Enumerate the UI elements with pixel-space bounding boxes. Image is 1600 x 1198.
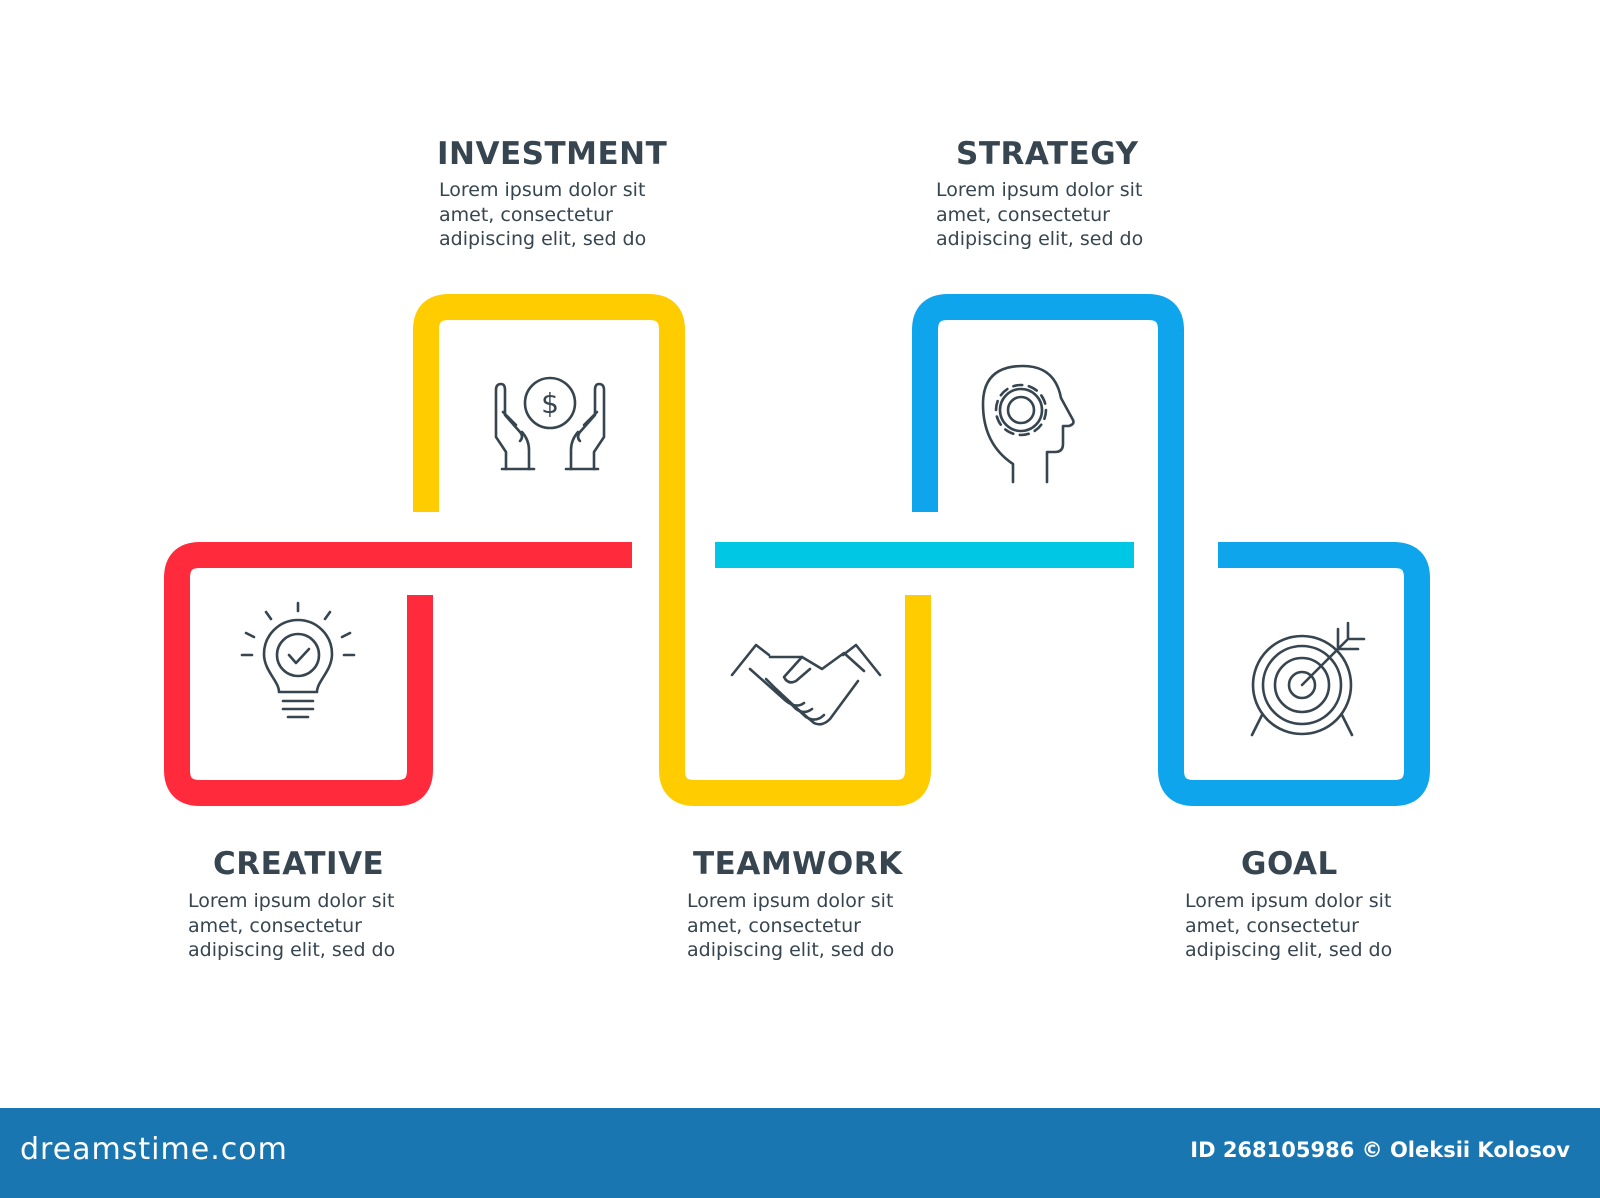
desc-line: amet, consectetur bbox=[687, 914, 861, 937]
desc-line: adipiscing elit, sed do bbox=[687, 939, 895, 961]
investment-teamwork-path bbox=[413, 294, 931, 806]
step-title: INVESTMENT bbox=[437, 136, 668, 172]
handshake-icon bbox=[730, 643, 882, 726]
step-title: TEAMWORK bbox=[693, 846, 903, 882]
lightbulb-icon bbox=[240, 601, 356, 719]
desc-line: adipiscing elit, sed do bbox=[1185, 939, 1393, 961]
desc-line: adipiscing elit, sed do bbox=[936, 228, 1144, 250]
desc-line: Lorem ipsum dolor sit bbox=[687, 890, 894, 912]
head-gear-icon bbox=[981, 364, 1075, 484]
desc-line: amet, consectetur bbox=[1185, 914, 1359, 937]
desc-line: Lorem ipsum dolor sit bbox=[936, 179, 1143, 201]
step-description: Lorem ipsum dolor sit amet, consectetur … bbox=[188, 889, 428, 963]
hands-dollar-icon: $ bbox=[494, 376, 606, 471]
desc-line: Lorem ipsum dolor sit bbox=[439, 179, 646, 201]
desc-line: amet, consectetur bbox=[188, 914, 362, 937]
svg-text:$: $ bbox=[541, 387, 559, 420]
desc-line: Lorem ipsum dolor sit bbox=[188, 890, 395, 912]
desc-line: amet, consectetur bbox=[936, 203, 1110, 226]
desc-line: adipiscing elit, sed do bbox=[439, 228, 647, 250]
infographic-diagram: $ bbox=[164, 294, 1430, 806]
desc-line: adipiscing elit, sed do bbox=[188, 939, 396, 961]
target-arrow-icon bbox=[1250, 621, 1366, 737]
step-description: Lorem ipsum dolor sit amet, consectetur … bbox=[1185, 889, 1425, 963]
step-title: GOAL bbox=[1241, 846, 1338, 882]
step-description: Lorem ipsum dolor sit amet, consectetur … bbox=[936, 178, 1176, 252]
dreamstime-logo: dreamstime.com bbox=[20, 1132, 288, 1167]
footer-bar: dreamstime.com ID 268105986 © Oleksii Ko… bbox=[0, 1108, 1600, 1198]
desc-line: Lorem ipsum dolor sit bbox=[1185, 890, 1392, 912]
step-description: Lorem ipsum dolor sit amet, consectetur … bbox=[439, 178, 679, 252]
desc-line: amet, consectetur bbox=[439, 203, 613, 226]
step-description: Lorem ipsum dolor sit amet, consectetur … bbox=[687, 889, 927, 963]
strategy-goal-path bbox=[912, 294, 1430, 806]
image-credit: ID 268105986 © Oleksii Kolosov bbox=[1190, 1138, 1570, 1162]
creative-loop bbox=[164, 542, 632, 806]
step-title: STRATEGY bbox=[956, 136, 1139, 172]
step-title: CREATIVE bbox=[213, 846, 385, 882]
